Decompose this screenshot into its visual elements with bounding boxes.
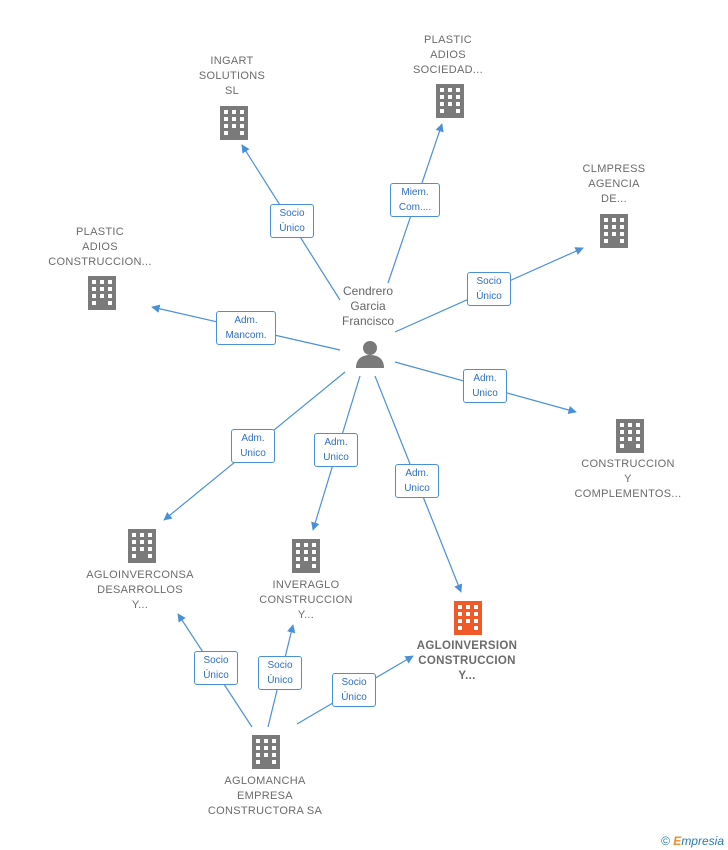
building-icon[interactable] — [292, 539, 320, 573]
edge-label-agloinverconsa[interactable]: Adm.Unico — [231, 429, 275, 463]
brand-name: mpresia — [681, 834, 724, 848]
building-icon[interactable] — [88, 276, 116, 310]
building-icon[interactable] — [252, 735, 280, 769]
building-icon-highlighted[interactable] — [454, 601, 482, 635]
building-icon[interactable] — [128, 529, 156, 563]
edge-label-plastic-sociedad[interactable]: Miem.Com.... — [390, 183, 440, 217]
edge-label-construccion-complementos[interactable]: Adm.Unico — [463, 369, 507, 403]
building-icon[interactable] — [436, 84, 464, 118]
copyright-icon: © — [661, 834, 670, 848]
building-icon[interactable] — [600, 214, 628, 248]
person-icon[interactable] — [355, 339, 385, 369]
brand-initial: E — [673, 834, 682, 848]
edge-label-agloinversion[interactable]: Adm.Unico — [395, 464, 439, 498]
building-icon[interactable] — [616, 419, 644, 453]
edge-label-inveraglo[interactable]: Adm.Unico — [314, 433, 358, 467]
person-name[interactable]: Cendrero Garcia Francisco — [341, 284, 394, 328]
building-icon[interactable] — [220, 106, 248, 140]
brand-footer[interactable]: © Empresia — [661, 834, 724, 848]
edge-label-plastic-construccion[interactable]: Adm.Mancom. — [216, 311, 276, 345]
